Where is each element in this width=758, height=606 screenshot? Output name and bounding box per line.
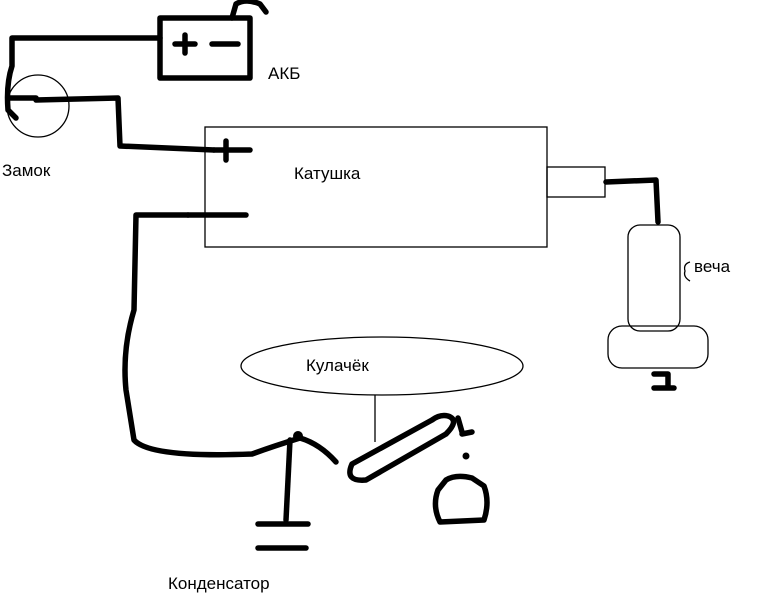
spark-plug-bracket (683, 261, 691, 282)
breaker-pivot (432, 473, 490, 525)
capacitor: Конденсатор (168, 431, 311, 593)
ignition-coil: Катушка (185, 126, 606, 248)
wiring (4, 35, 661, 465)
battery-body (157, 15, 253, 81)
battery: АКБ (157, 0, 300, 83)
cam-ellipse (240, 336, 524, 396)
breaker-contact-dot (462, 452, 470, 460)
spark-plug: веча (607, 224, 731, 391)
ignition-switch-label: Замок (2, 161, 51, 180)
coil-plus-terminal (211, 138, 253, 163)
coil-high-voltage-terminal (546, 166, 606, 198)
breaker-points (347, 412, 490, 525)
wire-battery-to-switch (4, 35, 163, 121)
cam: Кулачёк (240, 336, 524, 442)
ignition-switch: Замок (2, 74, 70, 180)
spark-plug-insulator (627, 224, 681, 332)
capacitor-junction (293, 431, 303, 441)
wire-coil-to-breaker (122, 212, 339, 465)
ignition-switch-circle (6, 74, 70, 138)
breaker-contact (455, 415, 475, 437)
cam-label: Кулачёк (306, 356, 369, 375)
battery-terminal (229, 0, 269, 21)
capacitor-lead (283, 437, 293, 523)
wire-switch-to-coil (33, 95, 217, 153)
battery-label: АКБ (268, 64, 300, 83)
spark-plug-electrode (651, 371, 677, 391)
spark-plug-label: веча (694, 257, 731, 276)
spark-plug-base (607, 325, 709, 369)
capacitor-label: Конденсатор (168, 574, 270, 593)
coil-body (204, 126, 548, 248)
coil-label: Катушка (294, 164, 361, 183)
battery-plus-sign (172, 32, 198, 56)
wire-coil-to-plug (603, 177, 661, 225)
breaker-arm (347, 412, 457, 483)
